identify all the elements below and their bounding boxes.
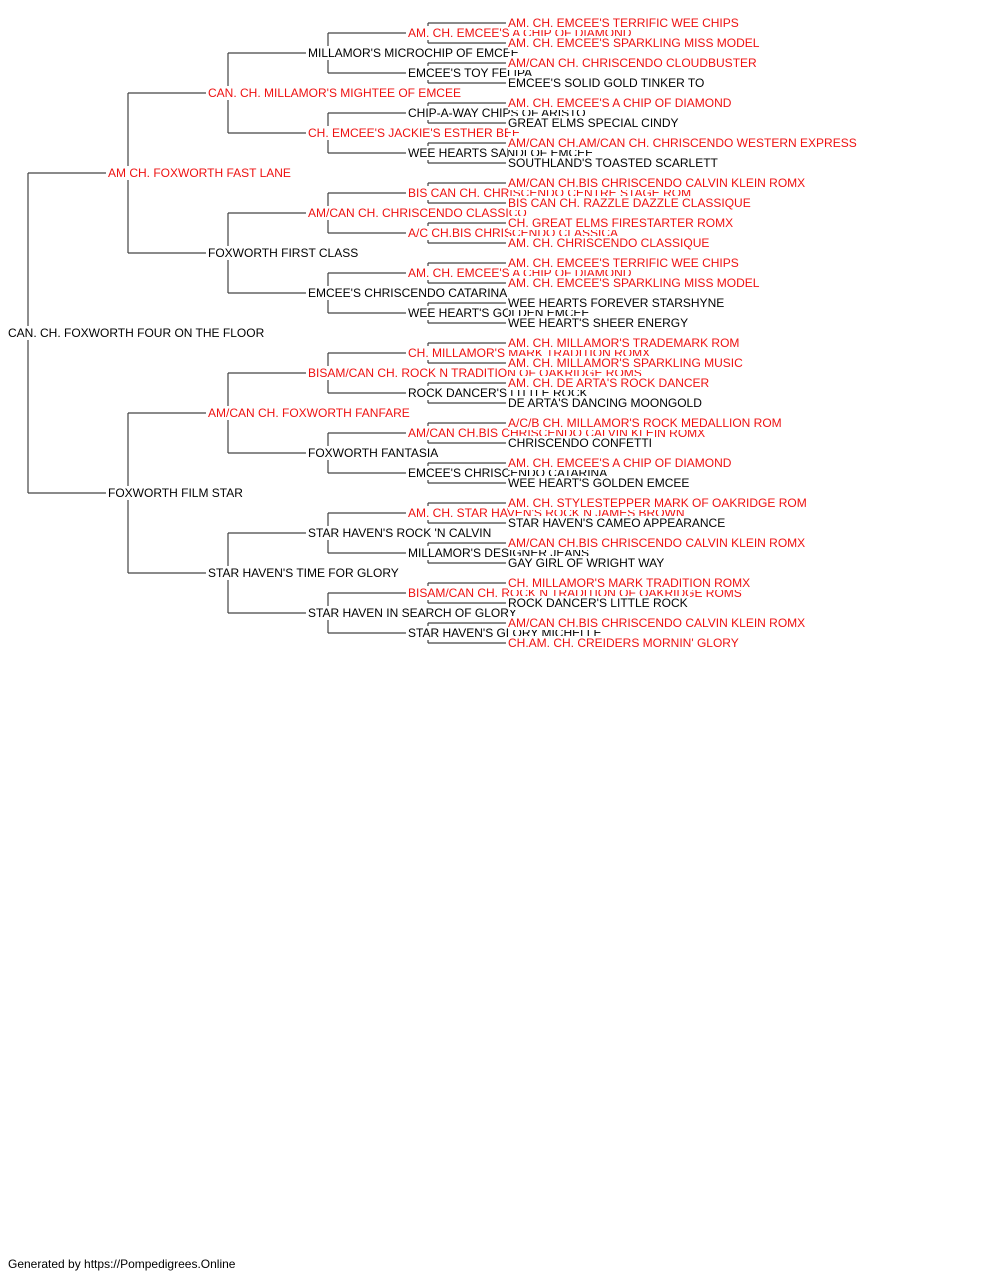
ancestor-name: CHRISCENDO CONFETTI [508, 436, 654, 450]
ancestor-name: WEE HEARTS FOREVER STARSHYNE [508, 296, 727, 310]
ancestor-name: ROCK DANCER'S LITTLE ROCK [508, 596, 690, 610]
ancestor-name: CH. MILLAMOR'S MARK TRADITION ROMX [508, 576, 753, 590]
ancestor-name: AM. CH. EMCEE'S A CHIP OF DIAMOND [508, 456, 734, 470]
ancestor-name: CH. EMCEE'S JACKIE'S ESTHER BEE [308, 126, 522, 140]
ancestor-name: AM/CAN CH.BIS CHRISCENDO CALVIN KLEIN RO… [508, 176, 808, 190]
ancestor-name: AM. CH. EMCEE'S A CHIP OF DIAMOND [508, 96, 734, 110]
ancestor-name: WEE HEART'S SHEER ENERGY [508, 316, 691, 330]
ancestor-name: EMCEE'S TOY FELIPA [408, 66, 535, 80]
ancestor-name: AM/CAN CH.AM/CAN CH. CHRISCENDO WESTERN … [508, 136, 859, 150]
ancestor-name: FOXWORTH FILM STAR [108, 486, 245, 500]
ancestor-name: EMCEE'S SOLID GOLD TINKER TO [508, 76, 707, 90]
ancestor-name: AM/CAN CH. CHRISCENDO CLASSICO [308, 206, 529, 220]
ancestor-name: AM/CAN CH. FOXWORTH FANFARE [208, 406, 412, 420]
ancestor-name: FOXWORTH FANTASIA [308, 446, 441, 460]
ancestor-name: AM. CH. CHRISCENDO CLASSIQUE [508, 236, 712, 250]
ancestor-name: STAR HAVEN'S TIME FOR GLORY [208, 566, 401, 580]
ancestor-name: AM. CH. STYLESTEPPER MARK OF OAKRIDGE RO… [508, 496, 809, 510]
ancestor-name: AM. CH. EMCEE'S SPARKLING MISS MODEL [508, 276, 762, 290]
ancestor-name: DE ARTA'S DANCING MOONGOLD [508, 396, 704, 410]
ancestor-name: STAR HAVEN'S ROCK 'N CALVIN [308, 526, 494, 540]
ancestor-name: AM CH. FOXWORTH FAST LANE [108, 166, 293, 180]
ancestor-name: MILLAMOR'S MICROCHIP OF EMCEE [308, 46, 521, 60]
ancestor-name: AM. CH. EMCEE'S TERRIFIC WEE CHIPS [508, 16, 741, 30]
subject-dog-name: CAN. CH. FOXWORTH FOUR ON THE FLOOR [8, 326, 267, 340]
ancestor-name: AM/CAN CH. CHRISCENDO CLOUDBUSTER [508, 56, 759, 70]
ancestor-name: AM/CAN CH.BIS CHRISCENDO CALVIN KLEIN RO… [508, 536, 808, 550]
ancestor-name: AM/CAN CH.BIS CHRISCENDO CALVIN KLEIN RO… [508, 616, 808, 630]
ancestor-name: CH. GREAT ELMS FIRESTARTER ROMX [508, 216, 736, 230]
ancestor-name: GAY GIRL OF WRIGHT WAY [508, 556, 667, 570]
ancestor-name: SOUTHLAND'S TOASTED SCARLETT [508, 156, 720, 170]
ancestor-name: GREAT ELMS SPECIAL CINDY [508, 116, 681, 130]
generated-by-footer: Generated by https://Pompedigrees.Online [8, 1257, 236, 1271]
ancestor-name: CAN. CH. MILLAMOR'S MIGHTEE OF EMCEE [208, 86, 463, 100]
ancestor-name: AM. CH. DE ARTA'S ROCK DANCER [508, 376, 712, 390]
ancestor-name: CH.AM. CH. CREIDERS MORNIN' GLORY [508, 636, 741, 650]
ancestor-name: AM. CH. EMCEE'S TERRIFIC WEE CHIPS [508, 256, 741, 270]
ancestor-name: FOXWORTH FIRST CLASS [208, 246, 361, 260]
ancestor-name: STAR HAVEN IN SEARCH OF GLORY [308, 606, 519, 620]
ancestor-name: WEE HEART'S GOLDEN EMCEE [508, 476, 692, 490]
ancestor-name: AM. CH. MILLAMOR'S SPARKLING MUSIC [508, 356, 745, 370]
ancestor-name: BIS CAN CH. RAZZLE DAZZLE CLASSIQUE [508, 196, 753, 210]
ancestor-name: A/C/B CH. MILLAMOR'S ROCK MEDALLION ROM [508, 416, 784, 430]
ancestor-name: AM. CH. EMCEE'S SPARKLING MISS MODEL [508, 36, 762, 50]
ancestor-name: AM. CH. MILLAMOR'S TRADEMARK ROM [508, 336, 742, 350]
ancestor-name: STAR HAVEN'S CAMEO APPEARANCE [508, 516, 728, 530]
ancestor-name: EMCEE'S CHRISCENDO CATARINA [308, 286, 510, 300]
